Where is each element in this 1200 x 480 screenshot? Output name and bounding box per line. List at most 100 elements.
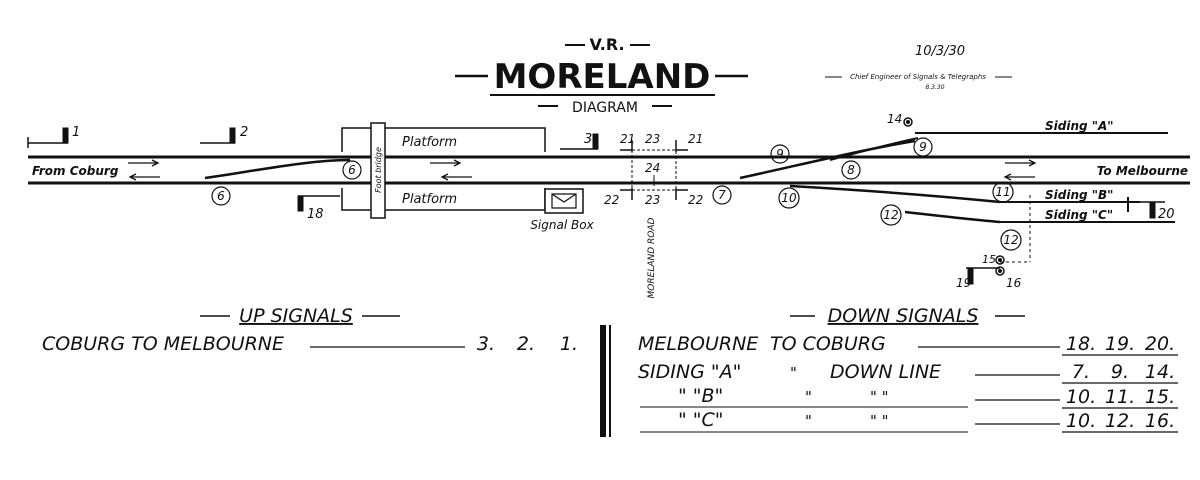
siding-b-connection	[789, 184, 1001, 204]
gate-label-22a: 22	[604, 193, 619, 207]
lever-label-14: 14	[887, 112, 902, 126]
svg-text:12: 12	[883, 208, 898, 222]
svg-text:9: 9	[919, 140, 927, 154]
down-lever-1-1: 9.	[1111, 361, 1129, 383]
up-signals-table: UP SIGNALS COBURG TO MELBOURNE 3. 2. 1.	[42, 305, 578, 355]
to-label: To Melbourne	[1097, 164, 1188, 178]
up-lever-b: 2.	[517, 333, 535, 355]
down-row-1: SIDING "A" " DOWN LINE 7. 9. 14.	[638, 361, 1178, 384]
lever-12-a: 12	[880, 204, 902, 226]
signal-box-label: Signal Box	[530, 218, 594, 232]
signal-1	[27, 127, 69, 148]
up-platform	[341, 127, 546, 152]
down-route-3-to: " "	[870, 412, 889, 430]
down-row-3: " "C" " " " 10. 12. 16.	[640, 409, 1178, 433]
lever-label-19: 19	[956, 276, 971, 290]
down-row-0: MELBOURNE TO COBURG 18. 19. 20.	[638, 333, 1178, 356]
down-signals-table: DOWN SIGNALS MELBOURNE TO COBURG 18. 19.…	[638, 305, 1178, 433]
signal-18	[297, 195, 340, 212]
header: V.R. MORELAND DIAGRAM 10/3/30 Chief Engi…	[455, 35, 1012, 116]
crossover-6	[204, 158, 351, 180]
approval-date: 8.3.30	[925, 84, 944, 91]
down-lever-2-0: 10.	[1066, 386, 1096, 408]
down-lever-0-2: 20.	[1145, 333, 1175, 355]
crossover-9	[739, 139, 916, 180]
signal-3	[560, 133, 599, 150]
lever-10: 10	[778, 187, 800, 209]
lever-6-up: 6	[342, 160, 362, 180]
down-lever-1-2: 14.	[1145, 361, 1175, 383]
svg-text:12: 12	[1003, 233, 1018, 247]
down-lever-3-1: 12.	[1105, 410, 1135, 432]
up-route: COBURG TO MELBOURNE	[42, 333, 284, 355]
approval-note: Chief Engineer of Signals & Telegraphs	[850, 73, 986, 81]
siding-b-label: Siding "B"	[1045, 188, 1113, 202]
date-note: 10/3/30	[915, 44, 965, 59]
down-signals-heading: DOWN SIGNALS	[828, 305, 979, 327]
gate-label-21a: 21	[620, 132, 635, 146]
up-platform-label: Platform	[402, 135, 457, 150]
down-lever-0-1: 19.	[1105, 333, 1135, 355]
lever-6-down: 6	[211, 186, 231, 206]
lever-label-18: 18	[307, 207, 324, 222]
down-lever-3-0: 10.	[1066, 410, 1096, 432]
signal-19	[966, 267, 1000, 285]
lever-7: 7	[712, 185, 732, 205]
lever-label-3: 3	[584, 132, 592, 147]
down-row-2: " "B" " " " 10. 11. 15.	[640, 385, 1178, 409]
svg-text:6: 6	[348, 163, 356, 177]
gate-label-23b: 23	[645, 193, 660, 207]
lever-label-20: 20	[1158, 207, 1175, 222]
signal-2	[200, 127, 236, 144]
from-label: From Coburg	[32, 164, 119, 178]
lever-9-a: 9	[770, 144, 790, 164]
signal-20	[1138, 201, 1165, 219]
svg-text:11: 11	[995, 185, 1010, 199]
down-route-2-from: " "B"	[678, 385, 723, 407]
down-route-1-ditto: "	[790, 364, 797, 382]
svg-text:7: 7	[718, 188, 726, 202]
down-lever-1-0: 7.	[1072, 361, 1090, 383]
lever-8: 8	[841, 160, 861, 180]
svg-text:8: 8	[847, 163, 855, 177]
down-lever-2-2: 15.	[1145, 386, 1175, 408]
up-lever-c: 1.	[560, 333, 578, 355]
siding-a-label: Siding "A"	[1045, 119, 1114, 133]
siding-c-label: Siding "C"	[1045, 208, 1113, 222]
circled-levers: 6 6 7 8 9 9 10 11 12 12	[211, 137, 1022, 251]
lever-11: 11	[992, 181, 1014, 203]
station-title: MORELAND	[494, 57, 711, 97]
down-platform-label: Platform	[402, 192, 457, 207]
disc-16	[995, 266, 1005, 276]
direction-arrows	[128, 159, 1037, 181]
level-crossing	[620, 140, 688, 200]
footbridge-label: Foot bridge	[374, 147, 383, 193]
down-route-3-from: " "C"	[678, 409, 724, 431]
gate-label-21b: 21	[688, 132, 703, 146]
lever-12-b: 12	[1000, 229, 1022, 251]
down-lever-2-1: 11.	[1105, 386, 1135, 408]
footbridge: Foot bridge	[370, 122, 386, 219]
gate-label-23a: 23	[645, 132, 660, 146]
up-signals-heading: UP SIGNALS	[239, 305, 353, 327]
svg-text:10: 10	[781, 191, 797, 205]
svg-text:6: 6	[217, 189, 225, 203]
running-lines	[28, 132, 1190, 263]
down-route-2-to: " "	[870, 388, 889, 406]
disc-14	[903, 117, 913, 127]
down-route-1-from: SIDING "A"	[638, 361, 741, 383]
signal-box: Signal Box	[530, 188, 595, 232]
signal-posts	[27, 117, 1165, 285]
down-lever-0-0: 18.	[1066, 333, 1096, 355]
up-lever-a: 3.	[477, 333, 495, 355]
turnout-8	[829, 137, 919, 161]
lever-label-1: 1	[72, 125, 80, 140]
disc-15	[995, 255, 1005, 265]
diagram-subtitle: DIAGRAM	[572, 100, 638, 116]
table-divider-thin	[609, 325, 611, 437]
gate-label-22b: 22	[688, 193, 703, 207]
down-route-0-to: TO COBURG	[770, 333, 886, 355]
org-title: V.R.	[589, 35, 624, 54]
